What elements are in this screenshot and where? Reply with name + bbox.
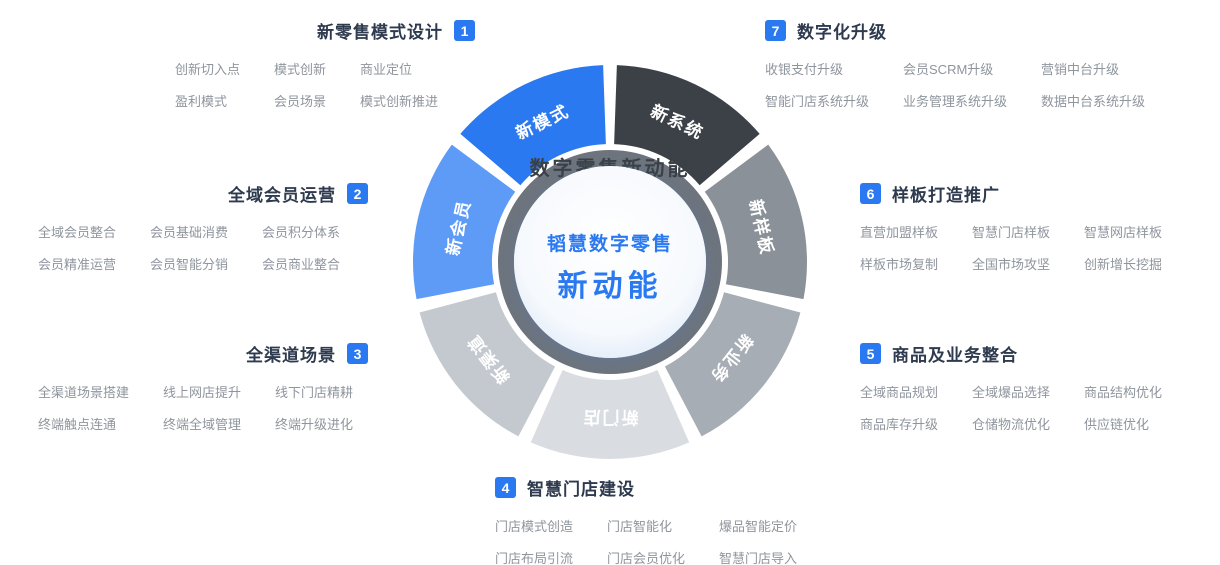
list-item: 收银支付升级 xyxy=(765,62,844,77)
section-title-5: 商品及业务整合 xyxy=(892,346,1018,365)
section-block-2: 全域会员运营 2 全域会员整合 会员基础消费 会员积分体系 会员精准运营 会员智… xyxy=(38,181,368,273)
list-item: 营销中台升级 xyxy=(1041,62,1120,77)
wheel-segment-6 xyxy=(413,144,516,300)
list-item: 直营加盟样板 xyxy=(860,225,939,240)
wheel-segment-label: 新门店 xyxy=(582,408,639,428)
section-title-2: 全域会员运营 xyxy=(228,186,336,205)
list-item: 全域商品规划 xyxy=(860,385,939,400)
wheel-segment-4 xyxy=(530,370,690,460)
list-item: 全渠道场景搭建 xyxy=(38,385,130,400)
section-block-6: 6 样板打造推广 直营加盟样板 智慧门店样板 智慧网店样板 样板市场复制 全国市… xyxy=(860,181,1162,273)
list-item: 业务管理系统升级 xyxy=(903,94,1008,109)
list-item: 仓储物流优化 xyxy=(972,417,1051,432)
list-item: 会员智能分销 xyxy=(150,257,229,272)
list-item: 线下门店精耕 xyxy=(275,385,354,400)
list-item: 全域会员整合 xyxy=(38,225,117,240)
section-number-badge-1: 1 xyxy=(454,20,475,41)
hub-ring xyxy=(498,150,722,374)
list-item: 创新增长挖掘 xyxy=(1084,257,1163,272)
wheel-segment-2 xyxy=(704,144,807,300)
list-item: 模式创新推进 xyxy=(360,94,439,109)
section-title-6: 样板打造推广 xyxy=(892,186,1000,205)
list-item: 终端升级进化 xyxy=(275,417,354,432)
section-title-3: 全渠道场景 xyxy=(246,346,336,365)
section-header-2: 全域会员运营 2 xyxy=(38,181,368,206)
list-item: 会员SCRM升级 xyxy=(903,62,994,77)
section-block-7: 7 数字化升级 收银支付升级 会员SCRM升级 营销中台升级 智能门店系统升级 … xyxy=(765,18,1145,110)
list-item: 门店智能化 xyxy=(607,519,673,534)
section-header-5: 5 商品及业务整合 xyxy=(860,341,1162,366)
list-item: 会员商业整合 xyxy=(262,257,341,272)
section-items-6: 直营加盟样板 智慧门店样板 智慧网店样板 样板市场复制 全国市场攻坚 创新增长挖… xyxy=(860,222,1162,273)
list-item: 数据中台系统升级 xyxy=(1041,94,1146,109)
section-block-1: 新零售模式设计 1 创新切入点 模式创新 商业定位 盈利模式 会员场景 模式创新… xyxy=(175,18,475,110)
section-number-badge-3: 3 xyxy=(347,343,368,364)
section-header-7: 7 数字化升级 xyxy=(765,18,1145,43)
section-items-5: 全域商品规划 全域爆品选择 商品结构优化 商品库存升级 仓储物流优化 供应链优化 xyxy=(860,382,1162,433)
list-item: 终端触点连通 xyxy=(38,417,117,432)
section-title-4: 智慧门店建设 xyxy=(527,480,635,499)
section-number-badge-6: 6 xyxy=(860,183,881,204)
section-number-badge-2: 2 xyxy=(347,183,368,204)
list-item: 终端全域管理 xyxy=(163,417,242,432)
section-title-1: 新零售模式设计 xyxy=(317,23,443,42)
list-item: 创新切入点 xyxy=(175,62,241,77)
section-number-badge-7: 7 xyxy=(765,20,786,41)
list-item: 智慧门店导入 xyxy=(719,551,798,565)
list-item: 门店布局引流 xyxy=(495,551,574,565)
list-item: 会员积分体系 xyxy=(262,225,341,240)
section-block-5: 5 商品及业务整合 全域商品规划 全域爆品选择 商品结构优化 商品库存升级 仓储… xyxy=(860,341,1162,433)
list-item: 门店会员优化 xyxy=(607,551,686,565)
section-items-3: 全渠道场景搭建 线上网店提升 线下门店精耕 终端触点连通 终端全域管理 终端升级… xyxy=(38,382,368,433)
list-item: 会员场景 xyxy=(274,94,327,109)
section-items-4: 门店模式创造 门店智能化 爆品智能定价 门店布局引流 门店会员优化 智慧门店导入 xyxy=(495,516,797,565)
section-block-4: 4 智慧门店建设 门店模式创造 门店智能化 爆品智能定价 门店布局引流 门店会员… xyxy=(495,475,797,565)
section-items-7: 收银支付升级 会员SCRM升级 营销中台升级 智能门店系统升级 业务管理系统升级… xyxy=(765,59,1145,110)
hub-subtitle: 新动能 xyxy=(558,270,663,303)
list-item: 门店模式创造 xyxy=(495,519,574,534)
hub-title: 韬慧数字零售 xyxy=(547,232,673,255)
section-items-2: 全域会员整合 会员基础消费 会员积分体系 会员精准运营 会员智能分销 会员商业整… xyxy=(38,222,368,273)
wheel-segment-7 xyxy=(460,65,606,186)
hub-circle xyxy=(514,166,706,358)
wheel-segment-1 xyxy=(614,65,760,186)
list-item: 会员精准运营 xyxy=(38,257,117,272)
list-item: 商业定位 xyxy=(360,62,413,77)
section-header-3: 全渠道场景 3 xyxy=(38,341,368,366)
section-number-badge-5: 5 xyxy=(860,343,881,364)
list-item: 商品库存升级 xyxy=(860,417,939,432)
list-item: 智能门店系统升级 xyxy=(765,94,870,109)
list-item: 爆品智能定价 xyxy=(719,519,798,534)
wheel-segment-3 xyxy=(664,292,801,437)
list-item: 模式创新 xyxy=(274,62,327,77)
wheel-segment-5 xyxy=(419,292,556,437)
section-block-3: 全渠道场景 3 全渠道场景搭建 线上网店提升 线下门店精耕 终端触点连通 终端全… xyxy=(38,341,368,433)
list-item: 智慧网店样板 xyxy=(1084,225,1163,240)
list-item: 样板市场复制 xyxy=(860,257,939,272)
list-item: 供应链优化 xyxy=(1084,417,1150,432)
list-item: 全域爆品选择 xyxy=(972,385,1051,400)
section-number-badge-4: 4 xyxy=(495,477,516,498)
list-item: 智慧门店样板 xyxy=(972,225,1051,240)
section-header-6: 6 样板打造推广 xyxy=(860,181,1162,206)
list-item: 线上网店提升 xyxy=(163,385,242,400)
list-item: 全国市场攻坚 xyxy=(972,257,1051,272)
section-title-7: 数字化升级 xyxy=(797,23,887,42)
section-header-1: 新零售模式设计 1 xyxy=(175,18,475,43)
list-item: 会员基础消费 xyxy=(150,225,229,240)
list-item: 盈利模式 xyxy=(175,94,228,109)
section-header-4: 4 智慧门店建设 xyxy=(495,475,797,500)
section-items-1: 创新切入点 模式创新 商业定位 盈利模式 会员场景 模式创新推进 xyxy=(175,59,475,110)
list-item: 商品结构优化 xyxy=(1084,385,1163,400)
